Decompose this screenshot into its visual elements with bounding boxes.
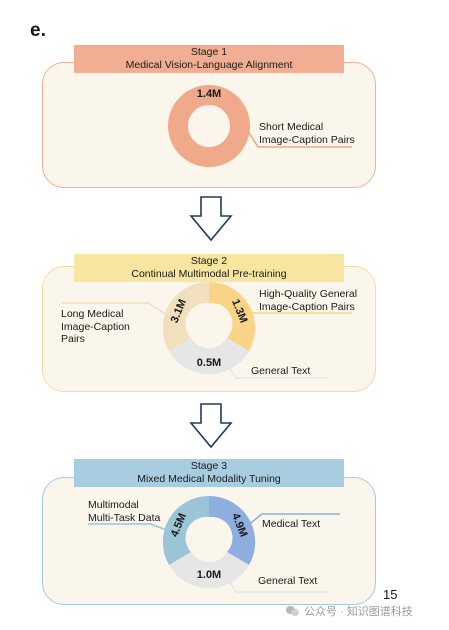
stage-3-desc-general-text: General Text [258,575,318,587]
stage-2-desc-high-quality: High-Quality General Image-Caption Pairs [259,288,358,313]
stage-3-title-line2: Mixed Medical Modality Tuning [137,473,281,485]
stage-3-box [42,477,376,605]
stage-3-title: Stage 3 Mixed Medical Modality Tuning [74,459,344,487]
stage-2-value-general-text: 0.5M [196,357,222,369]
stage-1-title: Stage 1 Medical Vision-Language Alignmen… [74,45,344,73]
panel-letter: e. [30,20,46,41]
watermark-text: 公众号 · 知识图谱科技 [304,606,413,618]
stage-1-value-label: 1.4M [196,88,222,100]
stage-1-title-line2: Medical Vision-Language Alignment [125,59,293,71]
stage-2-title-line1: Stage 2 [190,255,228,267]
stage-2-title: Stage 2 Continual Multimodal Pre-trainin… [74,254,344,282]
stage-2-desc-long-medical: Long Medical Image-Caption Pairs [61,308,130,345]
down-arrow-1 [189,196,233,242]
watermark: 公众号 · 知识图谱科技 [286,603,413,619]
stage-1-segment-description: Short Medical Image-Caption Pairs [259,121,355,146]
stage-3-desc-multimodal: Multimodal Multi-Task Data [88,499,161,524]
stage-3-desc-medical-text: Medical Text [262,518,321,530]
page-number: 15 [383,587,398,602]
stage-1-title-line1: Stage 1 [190,46,228,58]
stage-2-desc-general-text: General Text [251,365,311,377]
stage-3-title-line1: Stage 3 [190,460,228,472]
stage-3-value-general-text: 1.0M [196,569,222,581]
wechat-icon [286,605,300,617]
down-arrow-2 [189,403,233,449]
stage-2-title-line2: Continual Multimodal Pre-training [131,268,287,280]
